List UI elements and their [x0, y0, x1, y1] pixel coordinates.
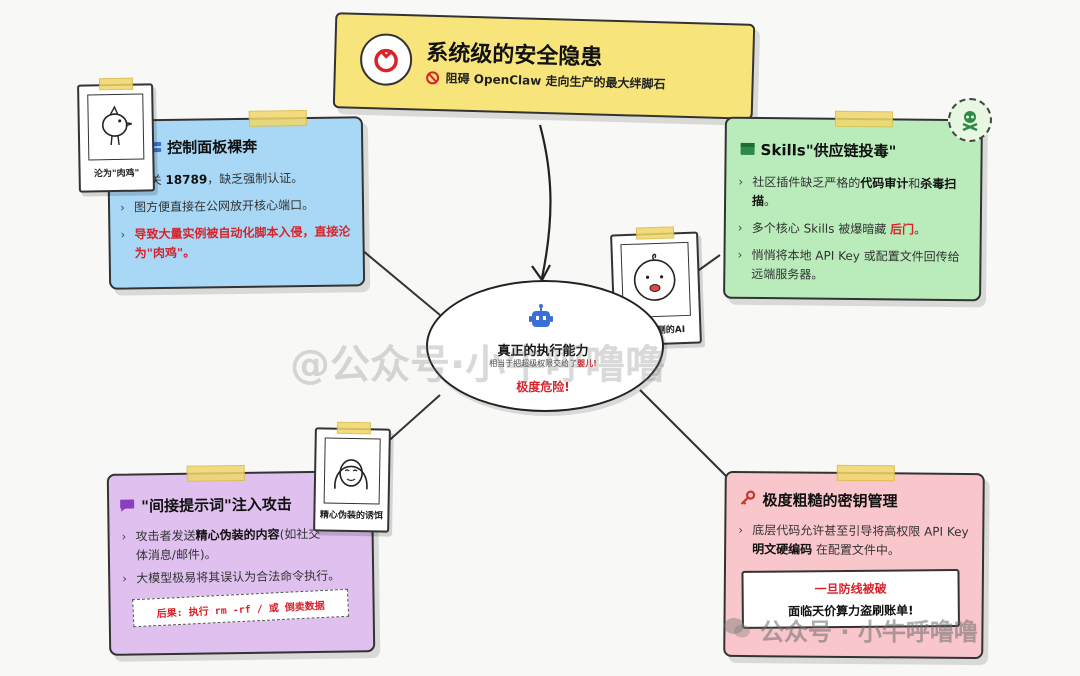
card-title: Skills"供应链投毒" [760, 141, 897, 161]
bullet-list: ›社区插件缺乏严格的代码审计和杀毒扫描。 ›多个核心 Skills 被爆暗藏 后… [737, 173, 972, 294]
result-text: 后果: 执行 rm -rf / 或 倒卖数据 [156, 600, 326, 620]
polaroid-caption: 沦为"肉鸡" [93, 168, 140, 180]
list-item: ›多个核心 Skills 被爆暗藏 后门。 [737, 220, 927, 237]
card-title: "间接提示词"注入攻击 [141, 495, 292, 516]
chevron-right-icon: › [119, 200, 125, 215]
list-item: ›悄悄将本地 API Key 或配置文件回传给远端服务器。 [737, 247, 960, 282]
bullet-list: ›底层代码允许甚至引导将高权限 API Key 明文硬编码 在配置文件中。 [738, 521, 974, 569]
chevron-right-icon: › [121, 529, 127, 544]
robot-icon [526, 302, 556, 332]
tape-decoration [336, 421, 372, 435]
header-banner: 系统级的安全隐患 阻碍 OpenClaw 走向生产的最大绊脚石 [332, 12, 756, 120]
center-danger: 极度危险! [516, 380, 570, 394]
bullet-list: ›攻击者发送精心伪装的内容(如社交体消息/邮件)。 ›大模型极易将其误认为合法命… [121, 524, 366, 596]
polaroid-caption: 精心伪装的诱饵 [319, 510, 383, 522]
tape-decoration [836, 464, 895, 482]
chevron-right-icon: › [738, 174, 744, 189]
center-subtitle: 相当于把超级权限交给了婴儿! [489, 359, 597, 368]
key-icon [739, 489, 757, 507]
polaroid-girl: 精心伪装的诱饵 [313, 421, 391, 533]
card-supply-chain: Skills"供应链投毒" ›社区插件缺乏严格的代码审计和杀毒扫描。 ›多个核心… [723, 110, 983, 302]
tape-decoration [834, 110, 894, 128]
warning-badge-icon [359, 32, 413, 87]
list-item: ›底层代码允许甚至引导将高权限 API Key 明文硬编码 在配置文件中。 [738, 522, 969, 558]
card-key-management: 极度粗糙的密钥管理 ›底层代码允许甚至引导将高权限 API Key 明文硬编码 … [723, 464, 985, 660]
bullet-list: 认网关 18789，缺乏强制认证。 ›图方便直接在公网放开核心端口。 ›导致大量… [120, 168, 357, 271]
chevron-right-icon: › [737, 220, 743, 235]
chevron-right-icon: › [738, 522, 744, 538]
watermark-corner: 公众号 · 小牛呼噜噜 [722, 612, 978, 647]
chevron-right-icon: › [120, 227, 126, 242]
card-title: 控制面板裸奔 [167, 137, 258, 157]
list-item: ›图方便直接在公网放开核心端口。 [120, 195, 356, 217]
center-ellipse [426, 280, 664, 412]
girl-face-icon [334, 459, 368, 490]
page-subtitle-row: 阻碍 OpenClaw 走向生产的最大绊脚石 [425, 69, 666, 95]
list-item: ›社区插件缺乏严格的代码审计和杀毒扫描。 [738, 174, 957, 209]
card-prompt-injection: "间接提示词"注入攻击 ›攻击者发送精心伪装的内容(如社交体消息/邮件)。 ›大… [106, 464, 376, 656]
card-title: 极度粗糙的密钥管理 [762, 491, 898, 511]
package-icon [739, 141, 757, 157]
bird-icon [101, 105, 132, 146]
chat-bubble-icon [119, 497, 135, 513]
tape-decoration [248, 110, 307, 127]
alert-line-1: 一旦防线被破 [814, 581, 887, 597]
list-item: ›导致大量实例被自动化脚本入侵，直接沦为"肉鸡"。 [120, 224, 351, 261]
page-subtitle: 阻碍 OpenClaw 走向生产的最大绊脚石 [445, 71, 666, 92]
wechat-icon [722, 615, 752, 645]
chevron-right-icon: › [122, 571, 128, 586]
polaroid-bird: 沦为"肉鸡" [77, 77, 155, 193]
polaroid-baby: 不可预测的AI [610, 226, 702, 347]
tape-decoration [186, 464, 245, 482]
list-item: ›大模型极易将其误认为合法命令执行。 [122, 566, 366, 588]
tape-decoration [635, 226, 675, 240]
no-entry-icon [425, 71, 440, 88]
poison-skull-icon [948, 98, 992, 142]
page-title: 系统级的安全隐患 [425, 40, 603, 71]
baby-face-icon [633, 253, 676, 301]
chevron-right-icon: › [737, 247, 743, 262]
watermark-center: @公众号·小牛呼噜噜 [290, 342, 666, 388]
tape-decoration [98, 77, 134, 91]
list-item: 认网关 18789，缺乏强制认证。 [126, 171, 304, 187]
center-title: 真正的执行能力 [497, 344, 589, 359]
